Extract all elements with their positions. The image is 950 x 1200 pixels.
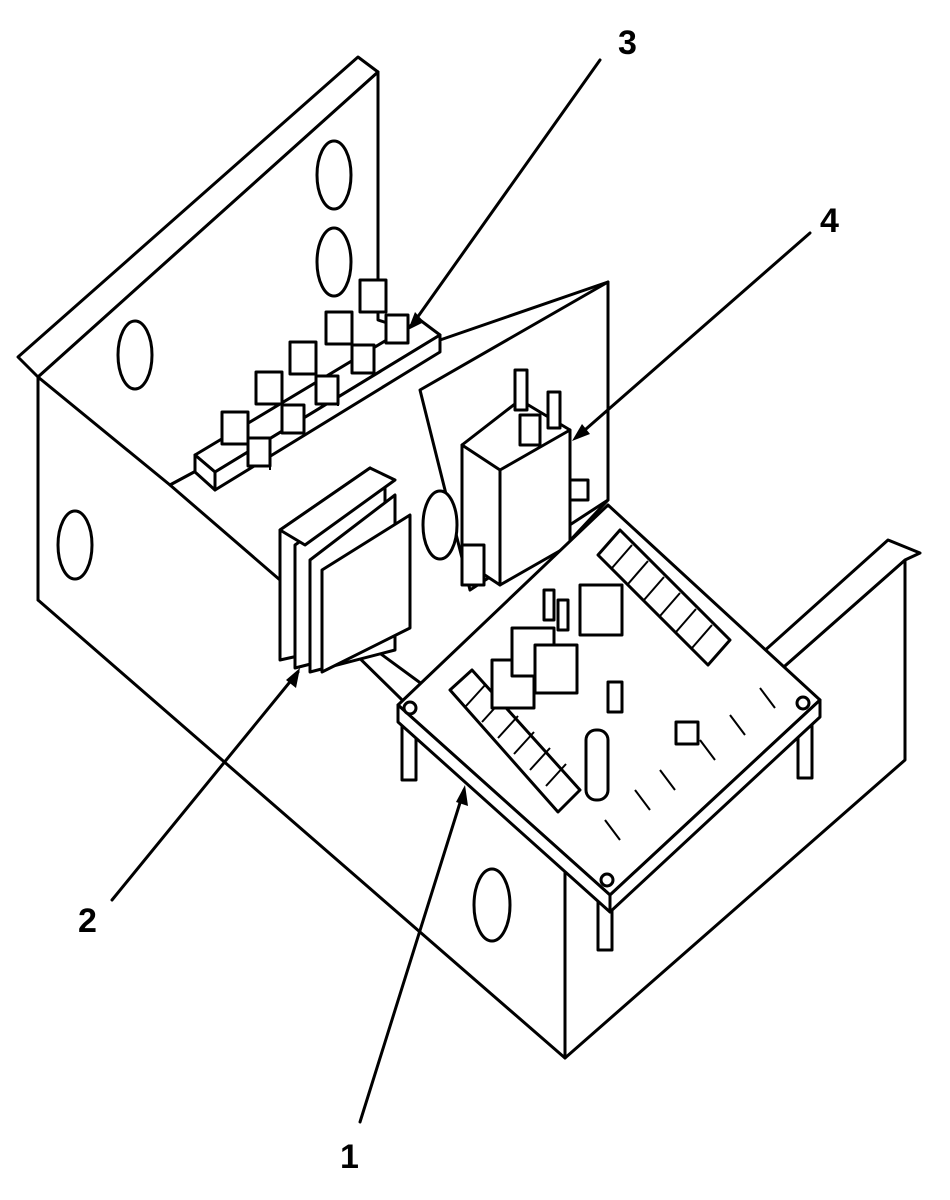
leader-line-1 — [358, 788, 466, 1124]
transformer — [278, 466, 412, 674]
arrowhead-4 — [572, 424, 590, 441]
mounting-hole — [315, 139, 353, 211]
mounting-hole — [315, 226, 353, 298]
terminal-contacts — [220, 278, 410, 470]
leader-line-2 — [110, 670, 300, 902]
mounting-hole — [116, 319, 154, 391]
leader-line-4 — [576, 231, 812, 438]
callout-4: 4 — [820, 202, 839, 240]
arrowhead-1 — [456, 785, 468, 806]
mounting-hole — [421, 489, 459, 561]
arrowhead-3 — [408, 312, 424, 330]
arrowhead-2 — [286, 668, 300, 688]
mounting-hole — [56, 509, 94, 581]
circuit-board — [396, 503, 822, 952]
mounting-hole — [472, 867, 512, 943]
callout-2: 2 — [78, 902, 97, 940]
leader-lines — [110, 58, 812, 1124]
callout-3: 3 — [618, 24, 637, 62]
terminal-block — [193, 278, 442, 492]
callout-1: 1 — [340, 1138, 359, 1176]
relay — [460, 368, 590, 587]
leader-line-3 — [410, 58, 602, 327]
